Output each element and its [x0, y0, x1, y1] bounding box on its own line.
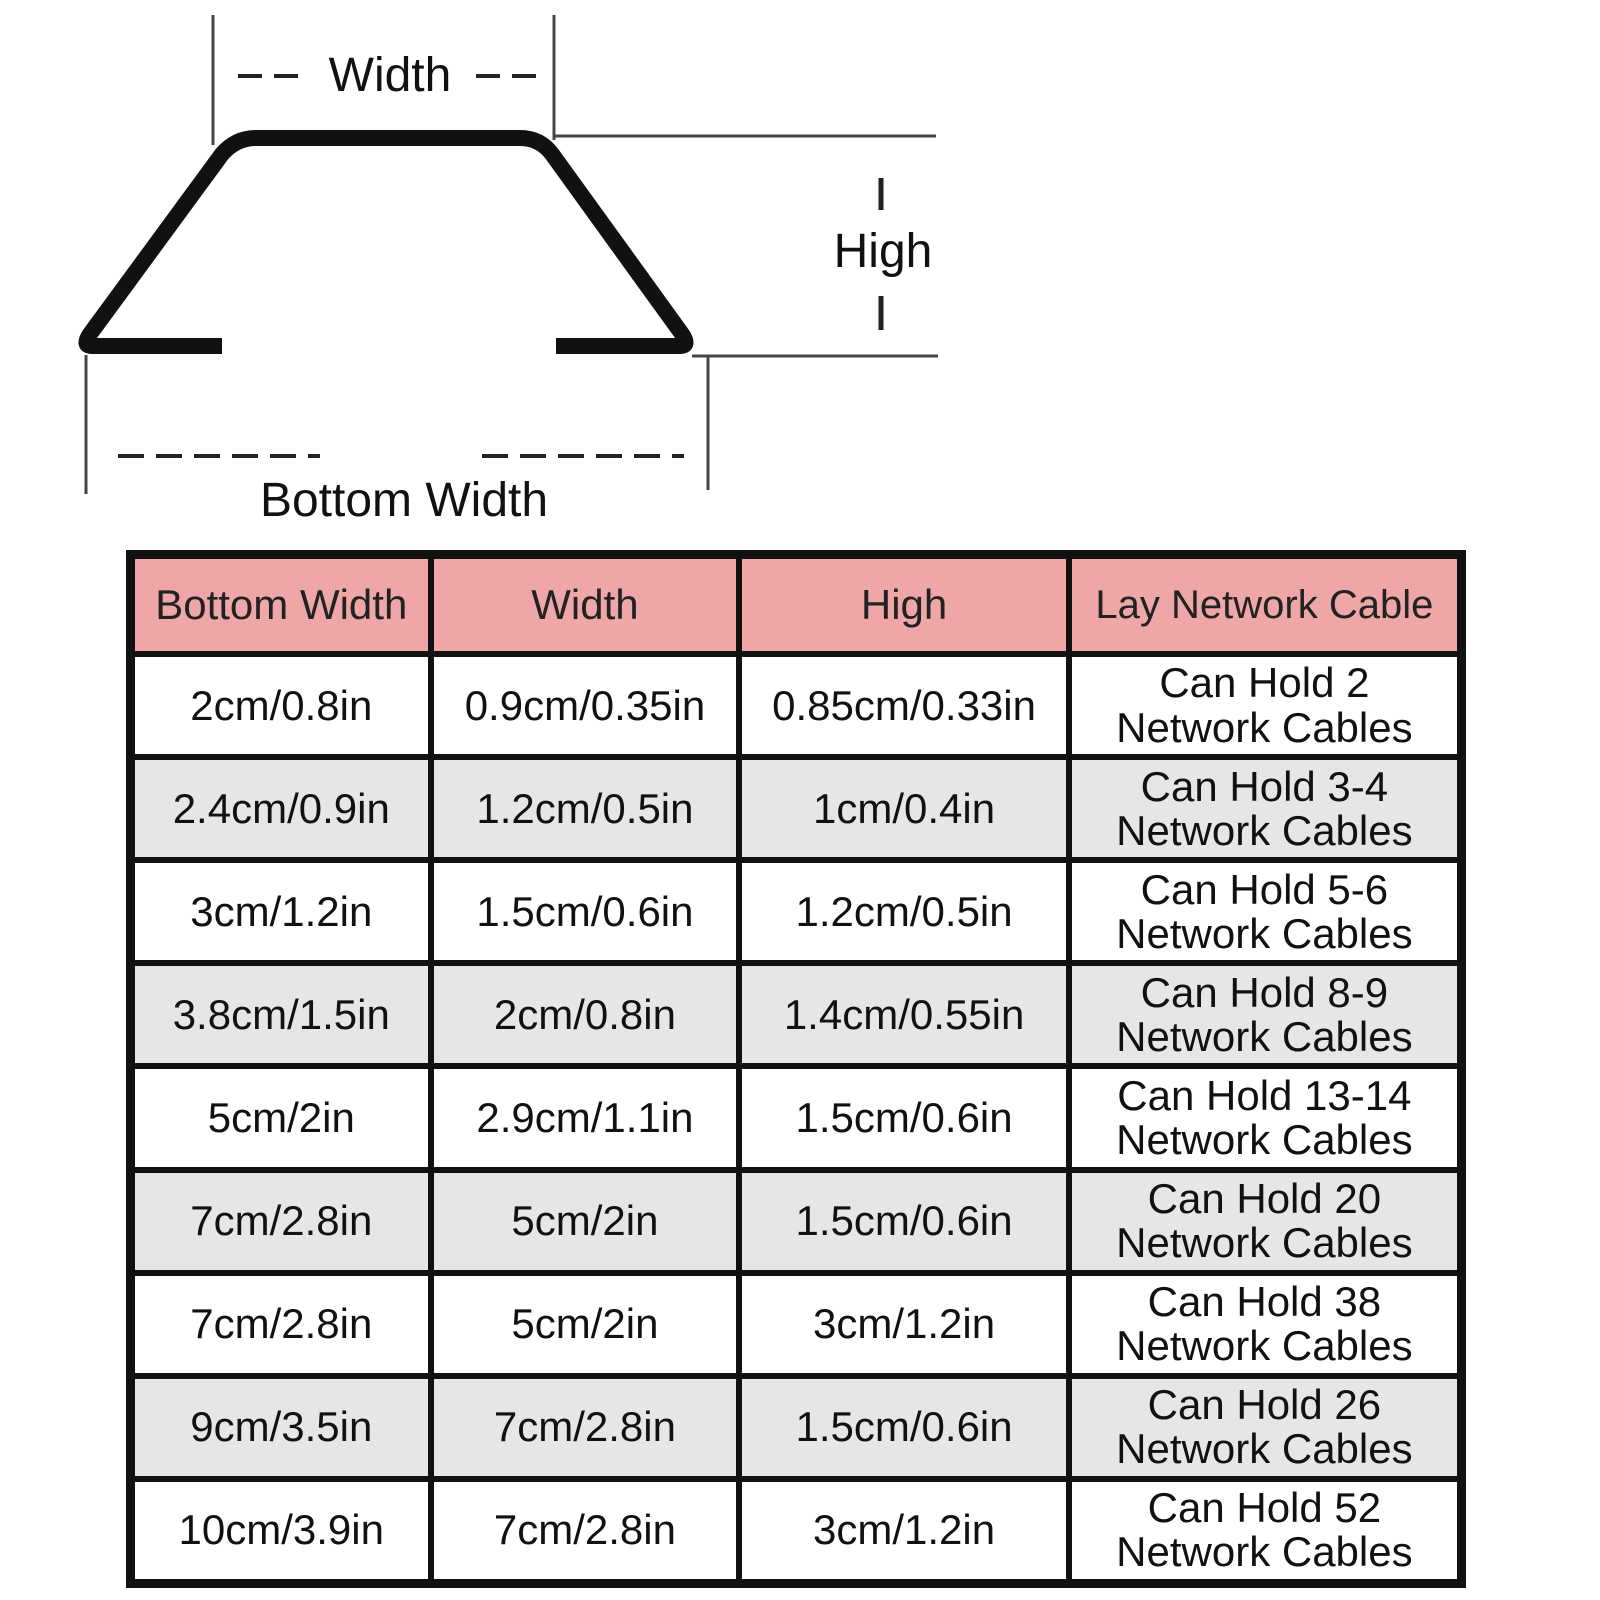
cell-bottom-width: 2cm/0.8in	[132, 654, 431, 758]
cable-type-line: Network Cables	[1116, 1115, 1413, 1163]
cell-width: 5cm/2in	[430, 1169, 740, 1273]
cable-type-line: Network Cables	[1116, 909, 1413, 957]
cell-bottom-width: 9cm/3.5in	[132, 1375, 431, 1479]
cell-width: 7cm/2.8in	[430, 1375, 740, 1479]
cell-bottom-width: 7cm/2.8in	[132, 1169, 431, 1273]
cell-high: 3cm/1.2in	[739, 1478, 1069, 1582]
cell-width: 7cm/2.8in	[430, 1478, 740, 1582]
header-high: High	[739, 556, 1069, 654]
cable-type-line: Network Cables	[1116, 1219, 1413, 1267]
cell-width: 2cm/0.8in	[430, 963, 740, 1067]
header-lay-network-cable: Lay Network Cable	[1068, 556, 1460, 654]
cell-high: 3cm/1.2in	[739, 1272, 1069, 1376]
width-label: Width	[329, 49, 452, 102]
cable-capacity-line: Can Hold 8-9	[1140, 968, 1389, 1016]
cell-bottom-width: 2.4cm/0.9in	[132, 757, 431, 861]
cell-width: 5cm/2in	[430, 1272, 740, 1376]
cell-high: 1cm/0.4in	[739, 757, 1069, 861]
cell-high: 1.2cm/0.5in	[739, 860, 1069, 964]
table-header-row: Bottom Width Width High Lay Network Cabl…	[132, 556, 1460, 654]
cable-capacity-line: Can Hold 52	[1147, 1484, 1382, 1532]
cell-bottom-width: 3.8cm/1.5in	[132, 963, 431, 1067]
cell-width: 2.9cm/1.1in	[430, 1066, 740, 1170]
high-label: High	[834, 225, 933, 278]
cable-type-line: Network Cables	[1116, 1528, 1413, 1576]
cable-capacity-line: Can Hold 38	[1147, 1278, 1382, 1326]
cable-capacity-line: Can Hold 20	[1147, 1175, 1382, 1222]
cell-width: 1.2cm/0.5in	[430, 757, 740, 861]
cable-capacity-line: Can Hold 3-4	[1140, 762, 1389, 810]
bottom-width-label: Bottom Width	[260, 474, 548, 527]
cell-high: 1.5cm/0.6in	[739, 1066, 1069, 1170]
cell-width: 0.9cm/0.35in	[430, 654, 740, 758]
cell-high: 1.5cm/0.6in	[739, 1169, 1069, 1273]
cell-high: 0.85cm/0.33in	[739, 654, 1069, 758]
cable-cover-profile-diagram: Width High Bottom Width	[78, 15, 938, 527]
header-width: Width	[430, 556, 740, 654]
cable-type-line: Network Cables	[1116, 1425, 1413, 1473]
cell-high: 1.4cm/0.55in	[739, 963, 1069, 1067]
header-bottom-width: Bottom Width	[132, 556, 431, 654]
cable-type-line: Network Cables	[1116, 703, 1413, 751]
cell-bottom-width: 10cm/3.9in	[132, 1478, 431, 1582]
cell-width: 1.5cm/0.6in	[430, 860, 740, 964]
cable-capacity-line: Can Hold 26	[1147, 1381, 1382, 1429]
cable-capacity-line: Can Hold 2	[1159, 659, 1370, 707]
cell-bottom-width: 7cm/2.8in	[132, 1272, 431, 1376]
cell-bottom-width: 5cm/2in	[132, 1066, 431, 1170]
cable-capacity-line: Can Hold 13-14	[1117, 1071, 1412, 1119]
cell-bottom-width: 3cm/1.2in	[132, 860, 431, 964]
trapezoid-profile-shape	[78, 130, 694, 354]
cable-type-line: Network Cables	[1116, 1012, 1413, 1060]
cell-high: 1.5cm/0.6in	[739, 1375, 1069, 1479]
cable-capacity-line: Can Hold 5-6	[1140, 865, 1389, 913]
size-spec-table: Bottom Width Width High Lay Network Cabl…	[126, 550, 1466, 1588]
cable-type-line: Network Cables	[1116, 1322, 1413, 1370]
cable-type-line: Network Cables	[1116, 806, 1413, 854]
